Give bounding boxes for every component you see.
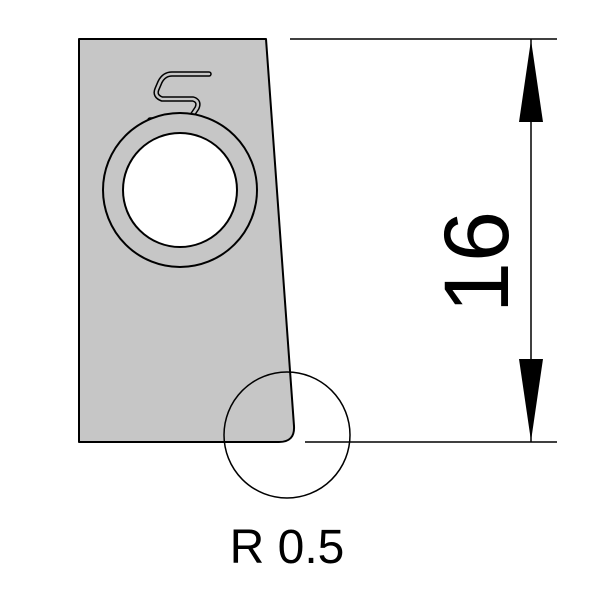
arrow-down-icon (519, 359, 543, 441)
height-dimension-label: 16 (426, 211, 528, 313)
arrow-up-icon (519, 40, 543, 122)
corner-detail-circle (223, 371, 351, 499)
mounting-hole (122, 132, 238, 248)
corner-radius-label: R 0.5 (230, 521, 345, 574)
